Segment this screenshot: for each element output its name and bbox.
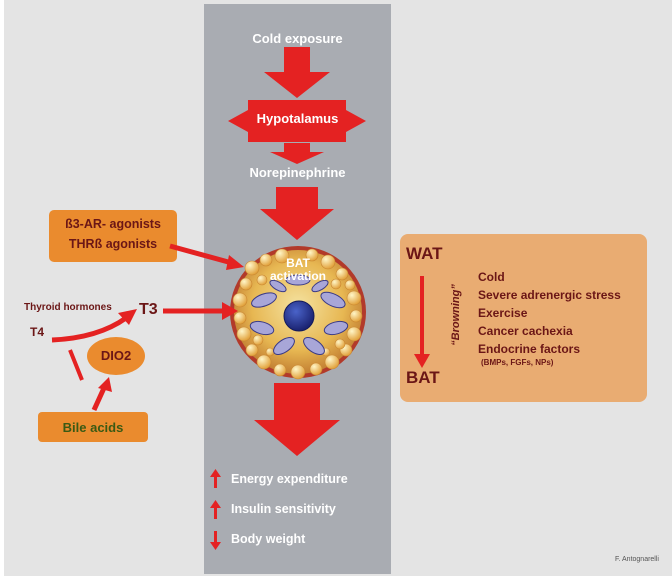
arrow-norepinephrine-to-bat — [260, 187, 334, 240]
bat-activation-line2: activation — [269, 269, 326, 283]
wat-label: WAT — [406, 244, 443, 263]
bile-acids-box — [38, 412, 148, 442]
nucleus — [283, 300, 315, 332]
factor-cold: Cold — [478, 270, 505, 284]
arrow-hypothalamus-to-norepinephrine — [270, 143, 324, 164]
t3-label: T3 — [139, 301, 158, 318]
agonists-line2: THRß agonists — [68, 237, 158, 251]
left-margin — [0, 0, 4, 576]
agonists-label: ß3-AR- agonists THRß agonists — [49, 214, 177, 254]
arrow-t3-to-bat — [222, 302, 238, 320]
factor-cancer-cachexia: Cancer cachexia — [478, 324, 573, 338]
arrow-agonists-to-bat — [226, 255, 244, 270]
outcome-arrow-up-1 — [210, 469, 221, 488]
arrow-bile-to-dio2 — [98, 377, 112, 392]
bat-activation-label: BAT activation — [254, 257, 342, 283]
browning-panel — [400, 234, 647, 402]
agonists-box — [49, 210, 177, 262]
outcome-body-weight: Body weight — [231, 532, 306, 546]
browning-label: “Browning” — [450, 284, 462, 346]
agonists-line1: ß3-AR- agonists — [65, 217, 161, 231]
dio2-label: DIO2 — [100, 348, 132, 363]
thyroid-hormones-label: Thyroid hormones — [24, 302, 112, 313]
outcome-arrow-up-2 — [210, 500, 221, 519]
hypothalamus-label: Hypotalamus — [256, 111, 339, 126]
credit-label: F. Antognarelli — [615, 556, 659, 563]
dio2-ellipse — [87, 337, 145, 375]
t4-label: T4 — [30, 325, 45, 339]
cold-exposure-label: Cold exposure — [252, 31, 343, 46]
browning-factors-list: Cold Severe adrenergic stress Exercise C… — [478, 268, 621, 358]
bat-activation-line1: BAT — [286, 256, 310, 270]
factors-note: (BMPs, FGFs, NPs) — [481, 358, 554, 367]
arrow-bat-to-outcomes — [254, 383, 340, 456]
norepinephrine-label: Norepinephrine — [249, 165, 346, 180]
bat-label: BAT — [406, 368, 440, 387]
hypothalamus-arrow-shape — [228, 100, 366, 142]
outcome-insulin-sensitivity: Insulin sensitivity — [231, 502, 336, 516]
factor-adrenergic-stress: Severe adrenergic stress — [478, 288, 621, 302]
factor-endocrine: Endocrine factors — [478, 342, 581, 356]
arrow-t4-to-t3 — [118, 309, 137, 325]
arrow-cold-to-hypothalamus — [264, 47, 330, 98]
outcome-arrow-down-3 — [210, 531, 221, 550]
bat-cell-illustration — [230, 246, 366, 380]
arrow-wat-to-bat — [414, 354, 430, 368]
factor-exercise: Exercise — [478, 306, 528, 320]
outcome-energy-expenditure: Energy expenditure — [231, 472, 348, 486]
bile-acids-label: Bile acids — [62, 420, 124, 435]
